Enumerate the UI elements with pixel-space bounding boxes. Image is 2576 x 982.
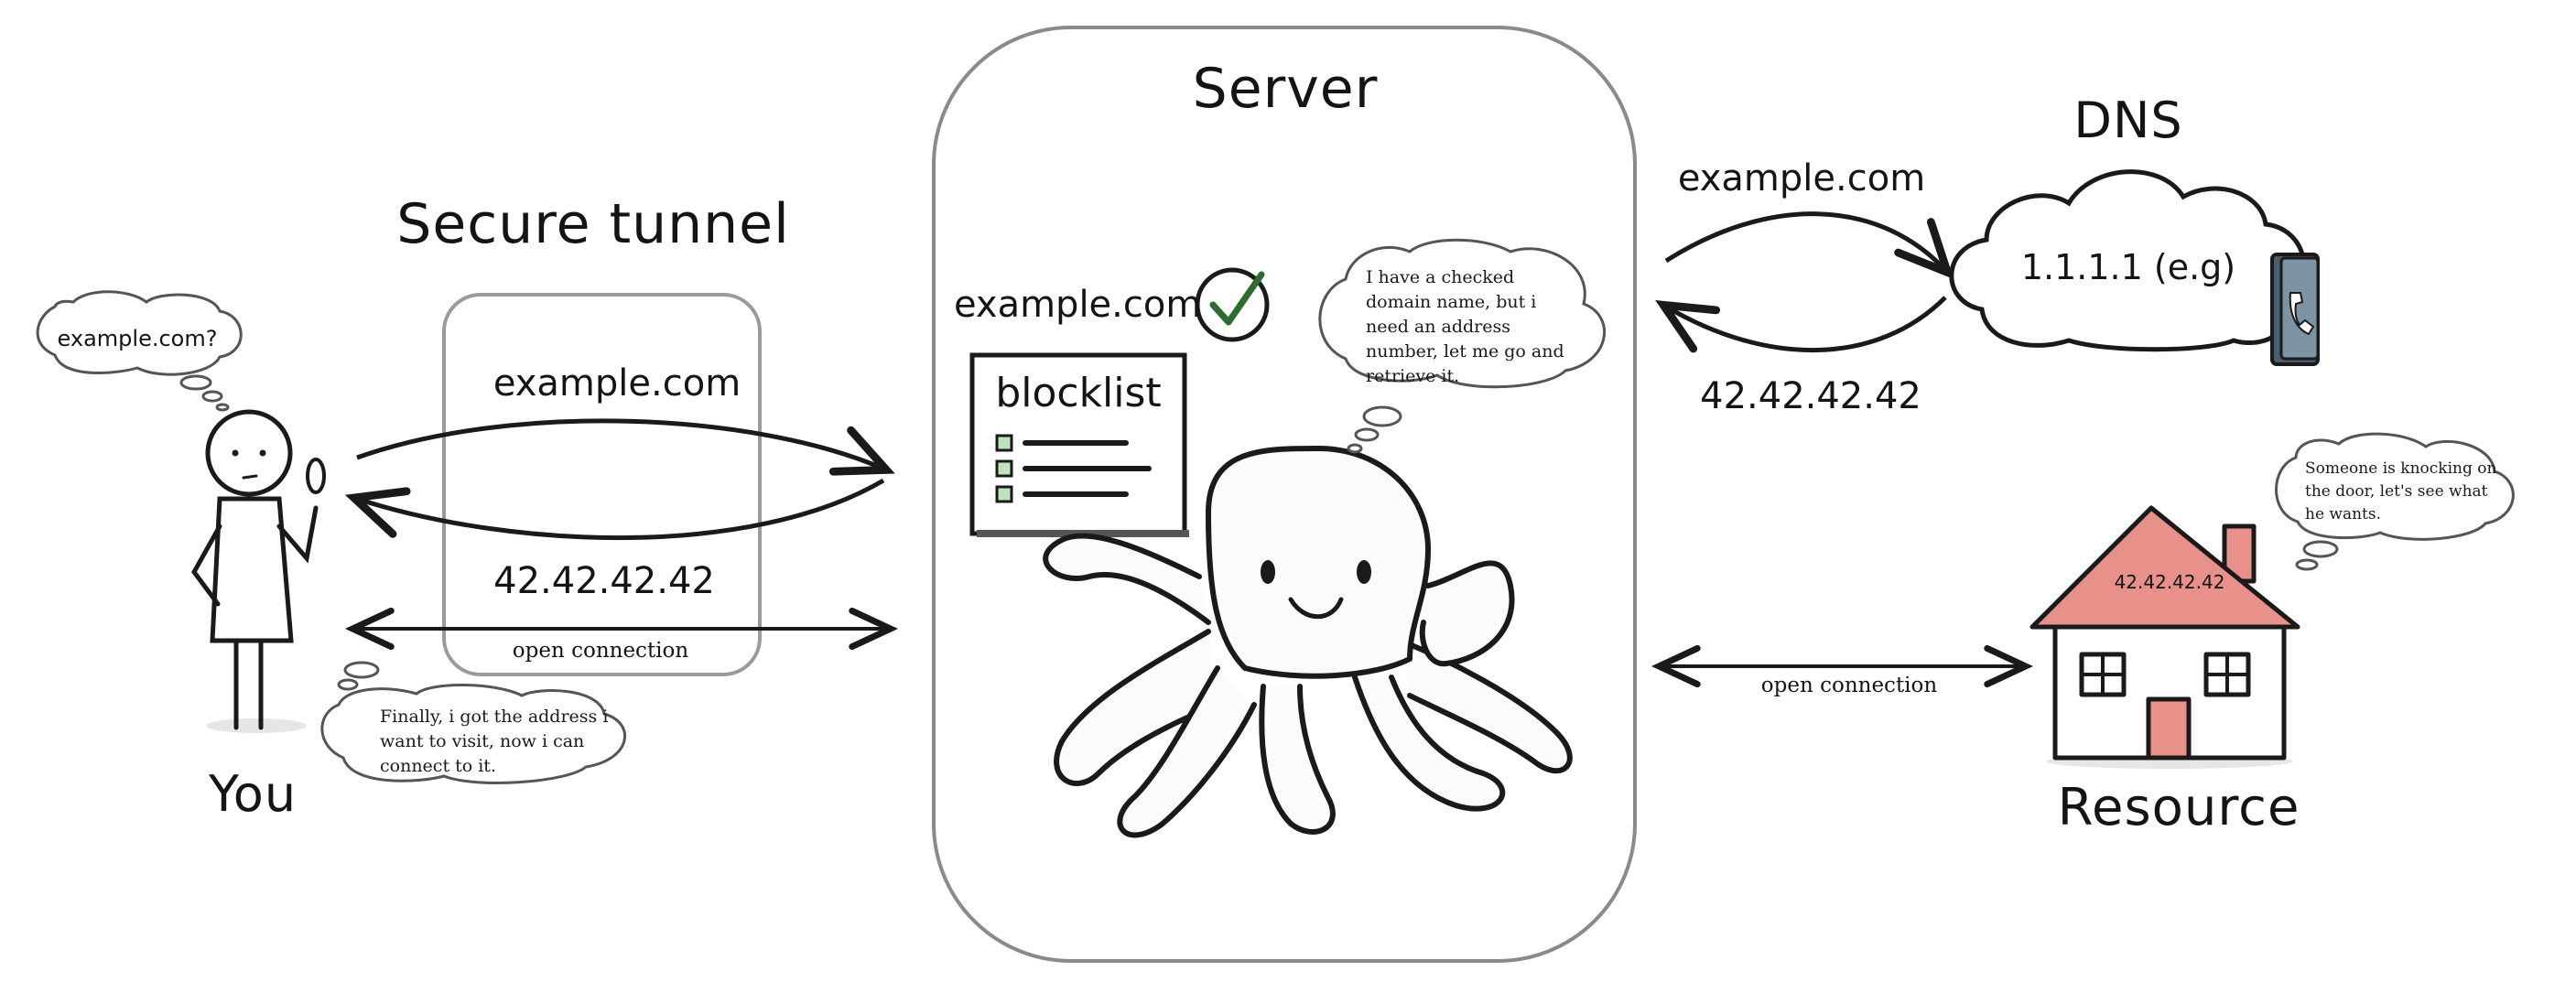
blocklist-card [969,352,1189,537]
dns-title: DNS [2073,92,2183,149]
tunnel-title: Secure tunnel [396,192,790,256]
resource-address-label: 42.42.42.42 [2114,571,2225,593]
server-frame [932,26,1637,963]
phone-book-icon [2270,253,2320,366]
you-after-thought-text: Finally, i got the address i want to vis… [380,707,609,776]
house-icon [2029,505,2300,769]
cloud-icon [1949,169,2307,352]
dns-answer-arrow [1655,296,1947,353]
server-title: Server [1192,57,1379,121]
dns-answer-label: 42.42.42.42 [1700,375,1921,417]
dns-resolver-label: 1.1.1.1 (e.g) [2020,247,2236,287]
resource-label: Resource [2057,778,2300,837]
blocklist-title: blocklist [995,370,1162,416]
tunnel-request-label: example.com [492,362,741,405]
dns-query-label: example.com [1677,157,1926,200]
you-thought-bubble [36,290,243,412]
octopus-thought-bubble [1318,238,1607,454]
you-thought-text: example.com? [57,326,218,351]
resource-thought-text: Someone is knocking on the door, let's s… [2305,459,2497,523]
tunnel-connection-label: open connection [512,639,689,663]
stick-figure-icon [191,409,326,733]
resource-thought-bubble [2275,432,2515,571]
tunnel-response-arrow [344,478,885,541]
octopus-thought-text: I have a checked domain name, but i need… [1366,267,1564,386]
you-after-thought-bubble [320,661,627,784]
tunnel-response-label: 42.42.42.42 [493,560,715,602]
tunnel-frame [442,293,762,676]
server-checked-domain: example.com [954,284,1202,326]
you-label: You [208,765,298,823]
tunnel-request-arrow [356,418,895,476]
resource-connection-label: open connection [1760,674,1938,697]
octopus-icon [1043,446,1573,838]
check-icon [1195,267,1270,342]
dns-query-arrow [1664,211,1954,280]
